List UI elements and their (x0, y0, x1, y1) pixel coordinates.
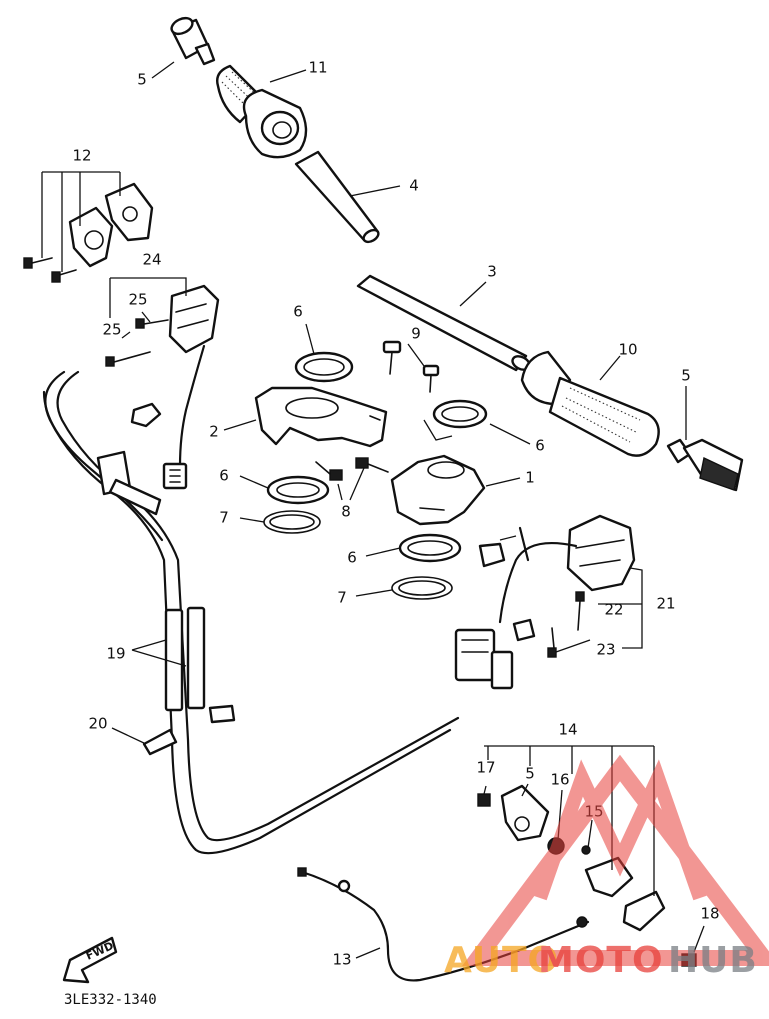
callout-1: 1 (525, 469, 535, 487)
callout-9: 9 (411, 325, 421, 343)
leader-lines (41, 61, 705, 959)
wordmark-auto: AUTO (444, 940, 559, 981)
callout-18: 18 (700, 905, 719, 923)
callout-2: 2 (209, 423, 219, 441)
part-19-throttle-cables (42, 370, 460, 855)
callout-17: 17 (476, 759, 495, 777)
callout-23: 23 (596, 641, 615, 659)
part-12-throttle-housing (23, 182, 154, 283)
part-11-throttle-grip (216, 64, 308, 159)
callout-10: 10 (618, 341, 637, 359)
callout-7-b: 7 (337, 589, 347, 607)
callout-5-right: 5 (681, 367, 691, 385)
wordmark-moto: MOTO (538, 940, 664, 981)
callout-5-top: 5 (137, 71, 147, 89)
callout-12: 12 (72, 147, 91, 165)
callout-25-lower: 25 (102, 321, 121, 339)
part-13-cable (297, 867, 590, 982)
callout-3: 3 (487, 263, 497, 281)
part-8-bolts (315, 457, 389, 481)
callout-25-upper: 25 (128, 291, 147, 309)
callout-6-a: 6 (293, 303, 303, 321)
part-10-grip (520, 350, 660, 457)
callout-8: 8 (341, 503, 351, 521)
diagram-code: 3LE332-1340 (64, 992, 157, 1008)
callout-7-a: 7 (219, 509, 229, 527)
callout-19: 19 (106, 645, 125, 663)
part-4-throttle-tube (294, 150, 380, 244)
part-5-bar-end-top (170, 16, 216, 66)
callout-13: 13 (332, 951, 351, 969)
part-6-shim-b (432, 399, 488, 429)
callout-22: 22 (604, 601, 623, 619)
part-2-handlebar-bracket (254, 386, 388, 448)
part-7-washer-a (263, 510, 321, 534)
part-24-left-switch (105, 284, 220, 490)
part-6-shim-a (294, 351, 354, 383)
part-20-cable-clamp (142, 704, 236, 756)
callout-11: 11 (308, 59, 327, 77)
callout-20: 20 (88, 715, 107, 733)
callout-5-small: 5 (525, 765, 535, 783)
automotohub-logo (462, 754, 769, 966)
callout-6-c: 6 (219, 467, 229, 485)
part-7-washer-b (391, 576, 453, 600)
part-5-bar-end-right (666, 438, 744, 492)
wordmark-hub: HUB (668, 940, 758, 981)
part-9-bolts (382, 340, 440, 393)
callout-6-b: 6 (535, 437, 545, 455)
part-3-handlebar-pipe (356, 274, 531, 372)
callout-24: 24 (142, 251, 161, 269)
callout-4: 4 (409, 177, 419, 195)
callout-21: 21 (656, 595, 675, 613)
automotohub-wordmark: AUTO MOTO HUB (444, 940, 758, 981)
fwd-arrow-icon: FWD (62, 936, 118, 984)
part-21-right-switch (454, 514, 636, 690)
callouts: 5 11 4 12 24 25 25 6 3 9 10 5 2 6 6 1 7 … (72, 59, 719, 969)
part-6-shim-c (266, 475, 330, 505)
callout-6-e: 6 (347, 549, 357, 567)
callout-16: 16 (550, 771, 569, 789)
part-1-handlebar-holder (390, 454, 486, 526)
callout-14: 14 (558, 721, 577, 739)
part-6-shim-d (398, 533, 462, 563)
